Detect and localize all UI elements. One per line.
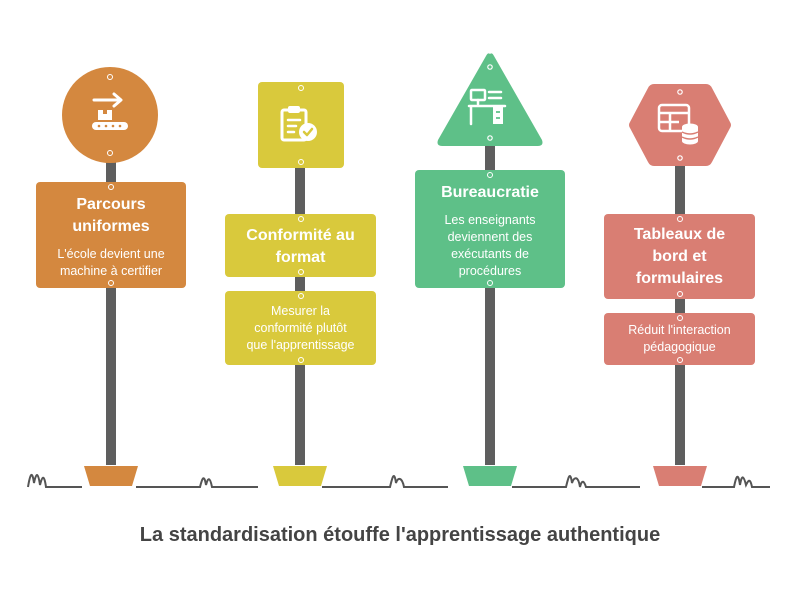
sign-description: Réduit l'interaction pédagogique bbox=[628, 323, 731, 354]
circle-sign bbox=[62, 67, 158, 163]
sign-parcours: Parcours uniformes L'école devient une m… bbox=[36, 182, 186, 288]
sign-tableaux-description: Réduit l'interaction pédagogique bbox=[604, 313, 755, 365]
sign-conformite: Conformité au format bbox=[225, 214, 376, 277]
square-sign bbox=[258, 82, 344, 168]
hexagon-sign bbox=[629, 84, 731, 166]
signpost-base bbox=[653, 466, 707, 486]
pole bbox=[106, 160, 116, 465]
sign-tableaux: Tableaux de bord et formulaires bbox=[604, 214, 755, 299]
sign-description: Les enseignants deviennent des exécutant… bbox=[444, 213, 536, 278]
pole bbox=[485, 140, 495, 465]
sign-description: L'école devient une machine à certifier bbox=[57, 247, 165, 278]
triangle-sign bbox=[437, 53, 543, 147]
ground-line bbox=[27, 473, 770, 488]
diagram-title: La standardisation étouffe l'apprentissa… bbox=[139, 524, 661, 546]
signpost-base bbox=[273, 466, 327, 486]
office-desk-icon bbox=[467, 88, 507, 126]
signpost-base bbox=[463, 466, 517, 486]
sign-title: Bureaucratie bbox=[441, 184, 539, 201]
conveyor-belt-icon bbox=[92, 92, 128, 130]
signpost-base bbox=[84, 466, 138, 486]
sign-description: Mesurer la conformité plutôt que l'appre… bbox=[246, 304, 355, 352]
sign-title: Tableaux de bord et formulaires bbox=[633, 226, 726, 287]
spreadsheet-database-icon bbox=[657, 103, 699, 145]
sign-title: Conformité au format bbox=[246, 227, 355, 266]
sign-conformite-description: Mesurer la conformité plutôt que l'appre… bbox=[225, 291, 376, 365]
sign-bureaucratie: Bureaucratie Les enseignants deviennent … bbox=[415, 170, 565, 288]
clipboard-check-icon bbox=[280, 106, 317, 142]
sign-title: Parcours uniformes bbox=[72, 196, 150, 235]
